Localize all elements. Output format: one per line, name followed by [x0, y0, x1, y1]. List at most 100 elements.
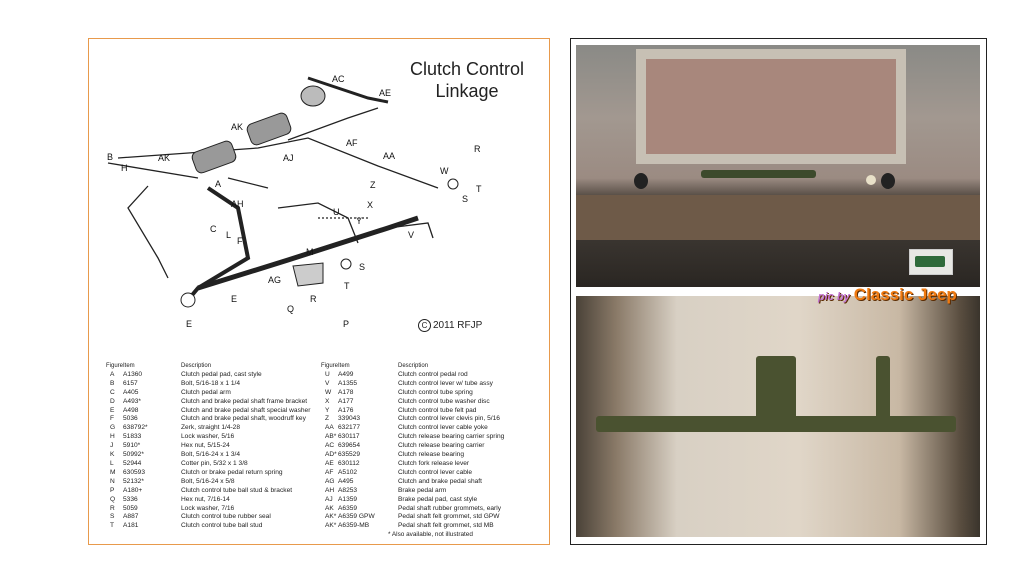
control-tube: [701, 170, 816, 178]
cell-figure: M: [110, 468, 116, 476]
cell-item: A181: [123, 522, 139, 530]
cell-figure: A: [110, 370, 115, 378]
cell-description: Clutch pedal arm: [181, 388, 231, 396]
cell-figure: Q: [110, 495, 116, 503]
callout-label: P: [343, 319, 350, 329]
cell-item: 50992*: [123, 451, 144, 459]
cell-item: 639654: [338, 442, 361, 450]
cell-item: A1359: [338, 495, 358, 503]
cell-figure: V: [325, 379, 330, 387]
cell-figure: AF: [325, 468, 334, 476]
table-row: AK*A6359 GPW Pedal shaft felt grommet, st…: [321, 513, 504, 522]
cell-description: Zerk, straight 1/4-28: [181, 424, 241, 432]
callout-label: AG: [268, 275, 282, 285]
callout-label: R: [474, 144, 481, 154]
footnote: * Also available, not illustrated: [388, 531, 473, 538]
cell-description: Clutch pedal pad, cast style: [181, 370, 262, 378]
cell-figure: K: [110, 451, 115, 459]
cell-figure: P: [110, 486, 115, 494]
callout-label: T: [476, 184, 482, 194]
cell-description: Clutch and brake pedal shaft: [398, 477, 482, 485]
callout-label: S: [462, 194, 469, 204]
cell-figure: H: [110, 433, 115, 441]
lever-arm: [876, 356, 890, 426]
callout-label: AK: [158, 153, 171, 163]
cell-description: Clutch control lever clevis pin, 5/16: [398, 415, 500, 423]
cell-figure: D: [110, 397, 115, 405]
callout-label: R: [310, 294, 317, 304]
callout-label: E: [231, 294, 238, 304]
callout-label: C: [210, 224, 217, 234]
cell-description: Pedal shaft felt grommet, std MB: [398, 522, 494, 530]
cell-figure: AB*: [325, 433, 337, 441]
rubber-bushing: [881, 173, 895, 189]
jeep-thumbnail: [909, 249, 953, 275]
cell-description: Lock washer, 7/16: [181, 504, 235, 512]
cell-description: Clutch fork release lever: [398, 459, 470, 467]
diagram-title: Clutch Control Linkage: [392, 58, 542, 102]
callout-label: T: [344, 281, 350, 291]
cell-figure: AK*: [325, 513, 337, 521]
cell-description: Brake pedal pad, cast style: [398, 495, 478, 503]
cell-figure: U: [325, 370, 330, 378]
cell-item: A6359-MB: [338, 522, 370, 530]
watermark-prefix: pic by: [818, 291, 850, 303]
cell-item: A499: [338, 370, 354, 378]
cell-description: Clutch control lever w/ tube assy: [398, 379, 493, 387]
title-line-2: Linkage: [435, 81, 499, 101]
cell-item: A5102: [338, 468, 358, 476]
cell-figure: AE: [325, 459, 334, 467]
cell-item: 632177: [338, 424, 361, 432]
cell-item: A8253: [338, 486, 358, 494]
callout-label: E: [186, 319, 193, 329]
felt-pad: [866, 175, 876, 185]
table-row: D A493* Clutch and brake pedal shaft frame…: [106, 398, 310, 407]
callout-label: AC: [332, 74, 345, 84]
cell-item: A6359 GPW: [338, 513, 375, 521]
callout-label: Y: [356, 216, 363, 226]
cell-item: 51833: [123, 433, 142, 441]
cell-item: 5336: [123, 495, 138, 503]
cell-item: 630117: [338, 433, 360, 441]
cell-description: Clutch and brake pedal shaft frame brack…: [181, 397, 308, 405]
callout-label: L: [226, 230, 232, 240]
callout-label: AJ: [283, 153, 294, 163]
cell-figure: L: [110, 459, 114, 467]
cell-description: Clutch control tube ball stud: [181, 522, 263, 530]
cell-description: Clutch control tube rubber seal: [181, 513, 271, 521]
cell-description: Clutch control tube spring: [398, 388, 473, 396]
shaft-bracket: [756, 356, 796, 426]
cell-description: Hex nut, 5/15-24: [181, 442, 230, 450]
cell-figure: W: [325, 388, 332, 396]
cell-item: 339043: [338, 415, 361, 423]
photo-parts-on-ledge: [576, 45, 980, 287]
cell-item: A493*: [123, 397, 141, 405]
cell-figure: AA: [325, 424, 334, 432]
cell-item: A178: [338, 388, 354, 396]
cell-item: 6157: [123, 379, 138, 387]
cell-item: A6359: [338, 504, 358, 512]
cell-description: Bolt, 5/16-24 x 5/8: [181, 477, 235, 485]
callout-label: AE: [379, 88, 392, 98]
cell-description: Lock washer, 5/16: [181, 433, 235, 441]
header-item: Item: [338, 363, 350, 369]
cell-description: Clutch and brake pedal shaft, woodruff k…: [181, 415, 306, 423]
cell-description: Pedal shaft felt grommet, std GPW: [398, 513, 500, 521]
cell-figure: AG: [325, 477, 335, 485]
copyright-text: 2011 RFJP: [433, 320, 483, 331]
callout-label: H: [121, 163, 128, 173]
